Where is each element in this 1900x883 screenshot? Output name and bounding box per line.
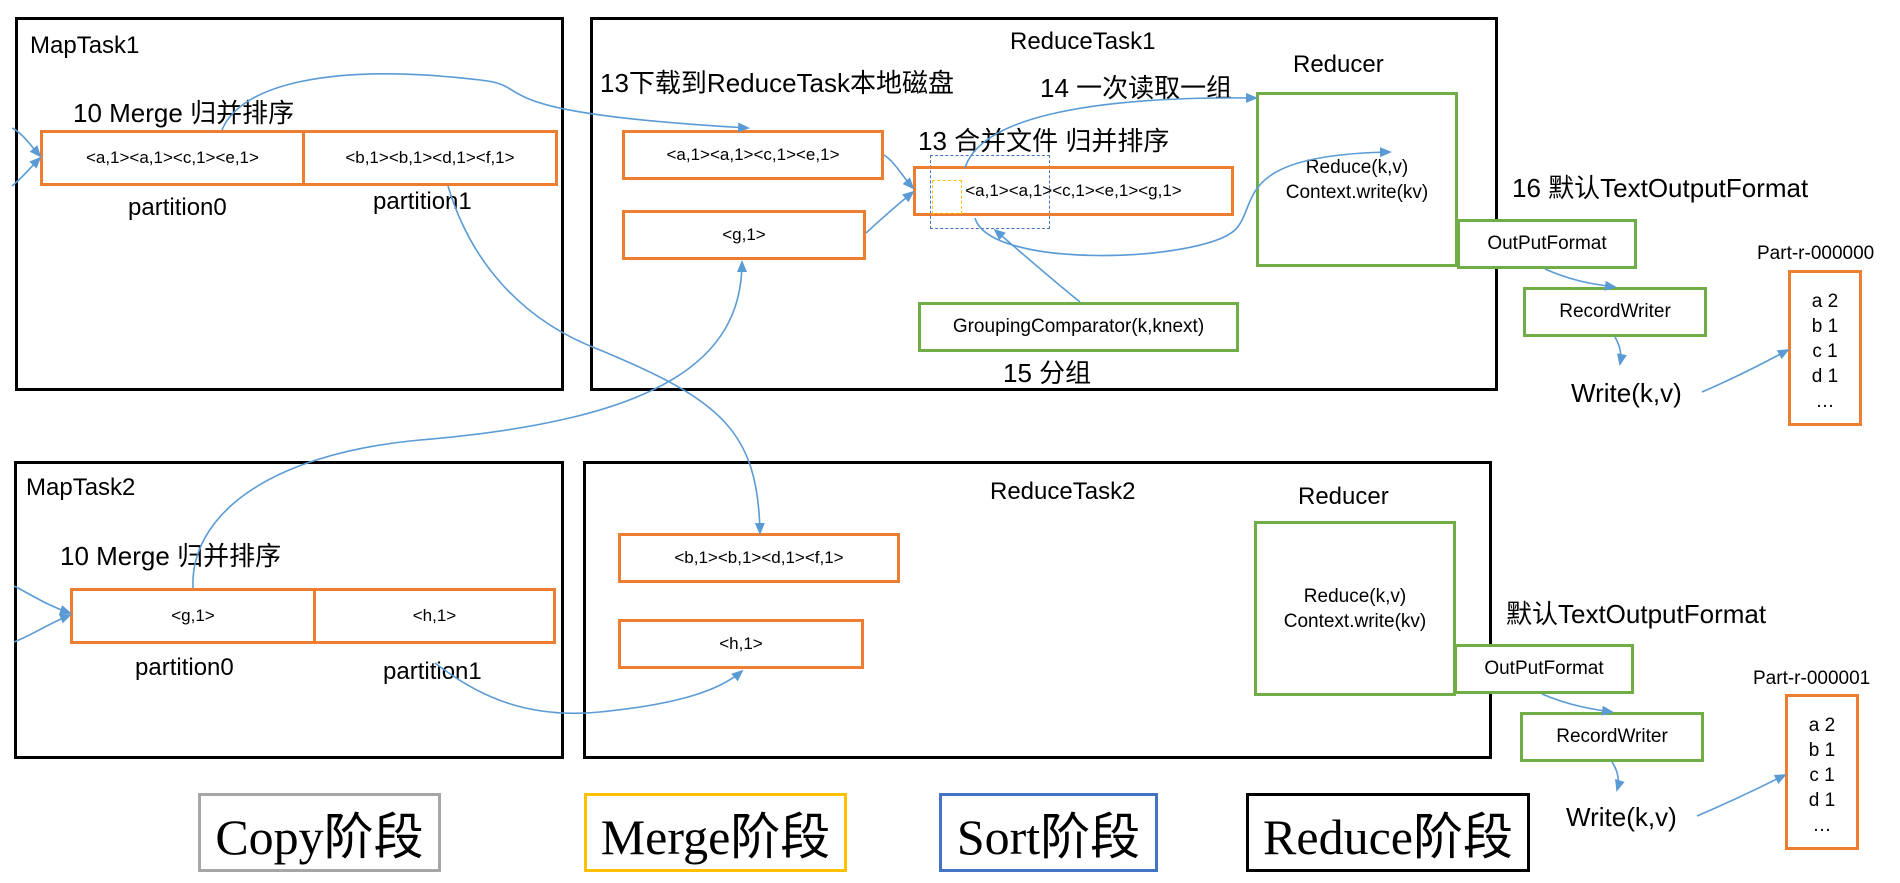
part-line: c 1 — [1809, 765, 1835, 786]
reducetask1-context-write: Context.write(kv) — [1285, 181, 1429, 203]
part-line: a 2 — [1811, 291, 1839, 312]
copy-arrow-mt1p0-rt1 — [221, 73, 750, 133]
copy-arrow-mt2p1-rt2 — [434, 662, 744, 715]
reducetask2-reducer-box: Reduce(k,v) Context.write(kv) — [1254, 521, 1456, 696]
maptask2-partition1-label: partition1 — [383, 658, 482, 685]
maptask2-partition0-label: partition0 — [135, 654, 234, 681]
legend-copy-phase: Copy阶段 — [198, 793, 441, 872]
rt1-write-to-file-arrow — [1701, 349, 1790, 393]
reducetask2-write-label: Write(k,v) — [1566, 802, 1677, 832]
grouping-arrow — [993, 228, 1081, 303]
reducetask1-part-file: a 2 b 1 c 1 d 1 … — [1788, 270, 1862, 426]
maptask1-partition0-label: partition0 — [128, 194, 227, 221]
reducetask1-read-group-label: 14 一次读取一组 — [1040, 73, 1233, 103]
reducetask1-reducer-title: Reducer — [1293, 51, 1384, 78]
reducetask1-merge-sort-label: 13 合并文件 归并排序 — [918, 126, 1170, 156]
maptask1-title: MapTask1 — [30, 32, 140, 59]
read-group-arrow-1 — [964, 92, 1258, 169]
copy-arrow-mt1p1-rt2 — [447, 185, 765, 535]
reducetask2-output-format-label: 默认TextOutputFormat — [1506, 599, 1767, 629]
reducetask2-part-file-name: Part-r-000001 — [1753, 668, 1871, 689]
reducetask1-grouping-label: 15 分组 — [1003, 358, 1092, 388]
part-line: d 1 — [1811, 366, 1839, 387]
part-line: d 1 — [1808, 790, 1836, 811]
legend-reduce-phase: Reduce阶段 — [1246, 793, 1530, 872]
reducetask1-output-format-label: 16 默认TextOutputFormat — [1512, 173, 1809, 203]
reducetask2-reducer-title: Reducer — [1298, 483, 1389, 510]
maptask2-input-arrow-1 — [13, 585, 72, 615]
reducetask1-title: ReduceTask1 — [1010, 28, 1156, 55]
part-line: a 2 — [1808, 715, 1836, 736]
reducetask2-file1: <b,1><b,1><d,1><f,1> — [618, 533, 900, 583]
reducetask1-frame — [590, 17, 1498, 391]
reducetask1-output-format-box: OutPutFormat — [1457, 219, 1637, 269]
merge-arrow-file1 — [883, 154, 915, 190]
maptask1-partition1-box: <b,1><b,1><d,1><f,1> — [301, 130, 558, 186]
reducetask1-reduce-call: Reduce(k,v) — [1305, 156, 1409, 178]
part-line: b 1 — [1811, 316, 1839, 337]
reducetask1-file2: <g,1> — [622, 210, 866, 260]
reducetask2-title: ReduceTask2 — [990, 478, 1136, 505]
reducetask1-part-file-name: Part-r-000000 — [1757, 243, 1875, 264]
maptask2-title: MapTask2 — [26, 474, 136, 501]
legend-sort-phase: Sort阶段 — [939, 793, 1158, 872]
maptask1-input-arrow-1 — [11, 127, 42, 158]
maptask2-frame — [14, 461, 564, 759]
reducetask1-grouping-comparator: GroupingComparator(k,knext) — [918, 302, 1239, 352]
sort-highlight-region — [930, 155, 1050, 229]
part-line: b 1 — [1808, 740, 1836, 761]
maptask1-input-arrow-2 — [11, 156, 42, 187]
reducetask1-file1: <a,1><a,1><c,1><e,1> — [622, 130, 884, 180]
read-group-arrow-2 — [974, 147, 1392, 257]
part-line: … — [1815, 391, 1835, 412]
rt1-outputformat-to-writer-arrow — [1544, 268, 1617, 291]
merge-highlight-region — [932, 180, 962, 214]
reducetask1-write-label: Write(k,v) — [1571, 378, 1682, 408]
maptask2-partition1-box: <h,1> — [312, 588, 556, 644]
part-line: c 1 — [1812, 341, 1838, 362]
rt2-writer-to-write-arrow — [1611, 761, 1625, 792]
reducetask2-frame — [583, 461, 1492, 759]
maptask1-frame — [15, 17, 564, 391]
merge-arrow-file2 — [865, 190, 915, 234]
reducetask2-part-file: a 2 b 1 c 1 d 1 … — [1785, 694, 1859, 850]
part-line: … — [1812, 815, 1832, 836]
reducetask1-reducer-box: Reduce(k,v) Context.write(kv) — [1256, 92, 1458, 267]
maptask1-partition0-box: <a,1><a,1><c,1><e,1> — [40, 130, 305, 186]
reducetask2-reduce-call: Reduce(k,v) — [1303, 585, 1407, 607]
rt1-writer-to-write-arrow — [1614, 336, 1627, 366]
reducetask1-download-label: 13下载到ReduceTask本地磁盘 — [600, 68, 954, 98]
maptask1-partitions: <a,1><a,1><c,1><e,1> <b,1><b,1><d,1><f,1… — [40, 130, 558, 186]
reducetask1-record-writer-box: RecordWriter — [1523, 287, 1707, 337]
rt2-outputformat-to-writer-arrow — [1541, 693, 1614, 716]
reducetask2-file2: <h,1> — [618, 619, 864, 669]
copy-arrow-mt2p0-rt1 — [192, 260, 747, 589]
rt2-write-to-file-arrow — [1696, 774, 1787, 817]
reducetask2-context-write: Context.write(kv) — [1283, 610, 1427, 632]
maptask1-merge-label: 10 Merge 归并排序 — [73, 98, 295, 128]
maptask2-input-arrow-2 — [13, 614, 72, 643]
maptask2-merge-label: 10 Merge 归并排序 — [60, 541, 282, 571]
reducetask2-output-format-box: OutPutFormat — [1454, 644, 1634, 694]
maptask2-partitions: <g,1> <h,1> — [70, 588, 556, 644]
legend-merge-phase: Merge阶段 — [584, 793, 847, 872]
